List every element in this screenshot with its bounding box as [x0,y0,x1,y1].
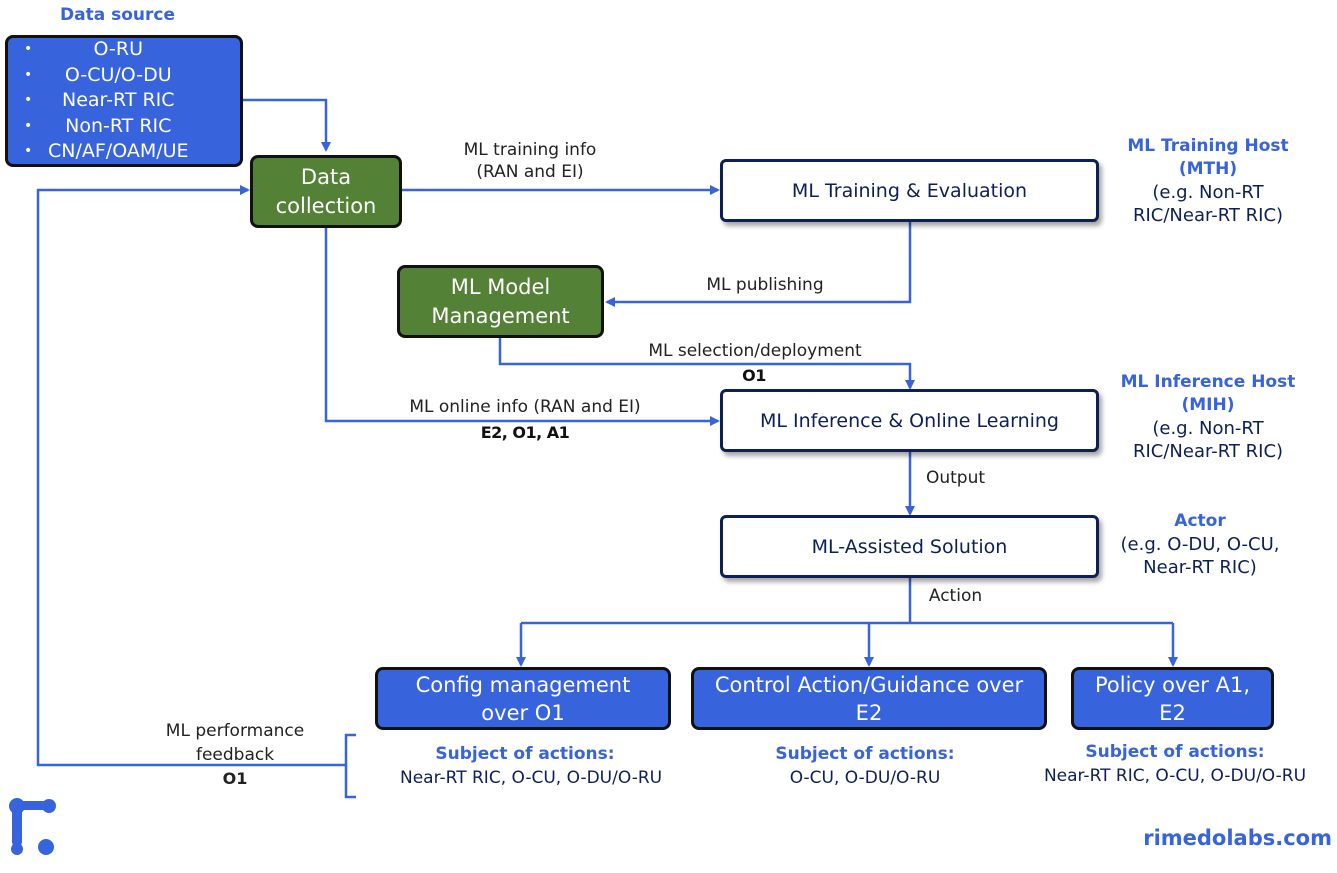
rimedo-logo-icon [9,798,56,855]
mth-abbrev: (MTH) [1178,159,1238,179]
feedback-line2: feedback [195,745,275,765]
edge-collection-to-inference [324,228,720,426]
subjects-heading: Subject of actions: [1085,742,1265,762]
model-management-node: ML Model Management [397,265,604,338]
policy-node: Policy over A1, E2 [1071,667,1274,730]
site-url[interactable]: rimedolabs.com [1143,826,1332,850]
data-source-item: O-RU [8,37,189,63]
control-action-node: Control Action/Guidance over E2 [691,667,1047,730]
edge-management-to-inference [498,338,915,390]
subjects-list: Near-RT RIC, O-CU, O-DU/O-RU [400,768,663,788]
actor-desc-line2: Near-RT RIC) [1143,557,1257,578]
solution-node: ML-Assisted Solution [720,515,1099,578]
mth-note: ML Training Host (MTH) (e.g. Non-RT RIC/… [1108,135,1308,227]
mih-note: ML Inference Host (MIH) (e.g. Non-RT RIC… [1108,371,1308,463]
data-collection-node: Data collection [250,155,402,228]
mih-title: ML Inference Host [1120,372,1296,392]
mth-desc-line1: (e.g. Non-RT [1152,182,1264,203]
subjects-list: Near-RT RIC, O-CU, O-DU/O-RU [1043,766,1307,786]
config-management-node: Config management over O1 [375,667,671,730]
output-label: Output [925,468,986,488]
training-info-label: ML training info (RAN and EI) [440,139,620,183]
actor-note: Actor (e.g. O-DU, O-CU, Near-RT RIC) [1100,510,1300,579]
actor-title: Actor [1174,511,1226,531]
mth-desc-line2: RIC/Near-RT RIC) [1132,205,1284,226]
subjects-heading: Subject of actions: [775,744,955,764]
feedback-line1: ML performance [165,721,305,741]
mih-abbrev: (MIH) [1181,395,1235,415]
inference-node: ML Inference & Online Learning [720,389,1099,452]
feedback-interface: O1 [222,769,248,788]
action-label: Action [928,586,983,606]
mth-title: ML Training Host [1127,136,1289,156]
data-source-list: O-RU O-CU/O-DU Near-RT RIC Non-RT RIC CN… [8,37,189,165]
actor-desc-line1: (e.g. O-DU, O-CU, [1120,534,1280,555]
selection-interface: O1 [742,366,766,385]
feedback-label: ML performance feedback O1 [140,719,330,791]
online-info-interfaces: E2, O1, A1 [480,423,570,442]
data-source-title: Data source [60,5,175,25]
edge-feedback-to-collection [36,185,345,767]
data-source-item: Near-RT RIC [8,88,189,114]
config-subjects: Subject of actions: Near-RT RIC, O-CU, O… [400,742,663,790]
mih-desc-line2: RIC/Near-RT RIC) [1132,441,1284,462]
training-node: ML Training & Evaluation [720,159,1099,222]
data-source-item: O-CU/O-DU [8,63,189,89]
data-source-item: Non-RT RIC [8,114,189,140]
data-source-box: O-RU O-CU/O-DU Near-RT RIC Non-RT RIC CN… [5,35,243,167]
training-info-line1: ML training info [463,140,597,160]
data-source-item: CN/AF/OAM/UE [8,139,189,165]
subjects-heading: Subject of actions: [435,744,615,764]
publishing-label: ML publishing [706,275,824,295]
selection-label: ML selection/deployment [648,341,862,361]
online-info-label: ML online info (RAN and EI) [409,397,641,417]
policy-subjects: Subject of actions: Near-RT RIC, O-CU, O… [1040,740,1310,788]
mih-desc-line1: (e.g. Non-RT [1152,418,1264,439]
feedback-bracket [344,733,356,799]
subjects-list: O-CU, O-DU/O-RU [789,768,941,788]
training-info-line2: (RAN and EI) [476,162,584,182]
control-subjects: Subject of actions: O-CU, O-DU/O-RU [760,742,970,790]
edge-training-to-management [605,222,912,307]
edge-source-to-collection [243,98,331,152]
